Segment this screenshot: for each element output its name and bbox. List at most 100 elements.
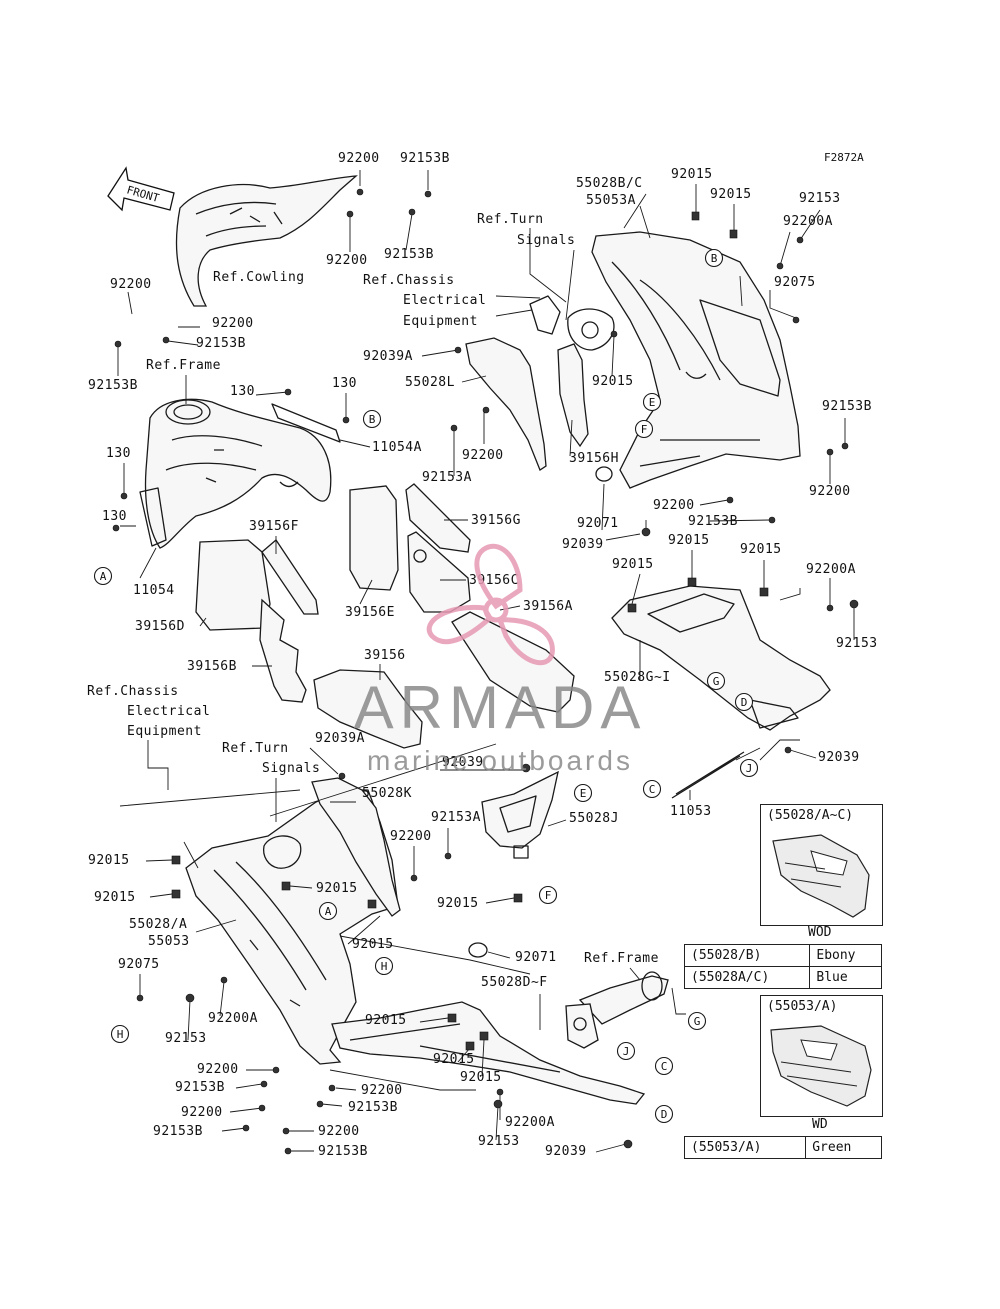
ref-circle-ring <box>739 758 759 778</box>
frame-upper-part <box>139 398 341 549</box>
color-code: (55053/A) <box>683 1136 807 1159</box>
part-label: 92200 <box>197 1062 239 1077</box>
part-label: 92015 <box>740 542 782 557</box>
inner-cover-55028K <box>311 777 401 917</box>
part-label: 92075 <box>118 957 160 972</box>
part-label: 92039A <box>363 349 413 364</box>
ref-circle-letter: H <box>381 960 388 973</box>
ref-circle-ring <box>734 692 754 712</box>
ref-circle-ring <box>642 392 662 412</box>
part-label: 92153B <box>175 1080 225 1095</box>
part-label: 130 <box>102 509 127 524</box>
part-label: 92153B <box>384 247 434 262</box>
part-label: Signals <box>517 233 575 248</box>
inner-panels-39156 <box>195 483 575 749</box>
reference-lines <box>183 743 531 975</box>
lower-fairing-55028GI <box>611 585 831 731</box>
part-label: 55028D~F <box>481 975 548 990</box>
panel-39156D <box>195 539 271 631</box>
frame-lower-part <box>565 971 669 1049</box>
rod-11053 <box>671 751 745 799</box>
part-label: 39156B <box>187 659 237 674</box>
part-label: 92200 <box>181 1105 223 1120</box>
part-label: 92200 <box>462 448 504 463</box>
part-label: 39156 <box>364 648 406 663</box>
ref-circle-letter: A <box>325 905 332 918</box>
part-label: Equipment <box>127 724 202 739</box>
part-label: 92200 <box>338 151 380 166</box>
color-name: Ebony <box>809 944 882 967</box>
ref-circle-d: D <box>654 1104 674 1124</box>
part-label: 92015 <box>316 881 358 896</box>
propeller-logo-icon <box>426 543 555 666</box>
panel-39156G <box>405 483 471 553</box>
ref-circle-letter: H <box>117 1028 124 1041</box>
ref-circle-ring <box>704 248 724 268</box>
inner-panel-55028J <box>481 770 559 859</box>
watermark-tagline: marine outboards <box>367 745 633 776</box>
ref-circle-ring <box>654 1056 674 1076</box>
ref-circle-j: J <box>616 1041 636 1061</box>
ref-circle-letter: F <box>545 889 552 902</box>
inner-cover-55028L <box>465 337 547 471</box>
part-label: 92200 <box>326 253 368 268</box>
part-label: 92153 <box>799 191 841 206</box>
part-label: 92153B <box>348 1100 398 1115</box>
part-label: 92015 <box>352 937 394 952</box>
part-label: 92039 <box>442 755 484 770</box>
part-label: Ref.Cowling <box>213 270 305 285</box>
panel-39156E <box>349 485 399 591</box>
part-label: 92071 <box>577 516 619 531</box>
part-label: 92200 <box>110 277 152 292</box>
part-number-labels: 92200 92153B 92200 92153B Ref.Cowling 92200 92… <box>87 151 877 1159</box>
inset-wd-panel-sketch <box>770 1025 872 1107</box>
part-label: 92039 <box>562 537 604 552</box>
ref-circle-f: F <box>538 885 558 905</box>
ref-circle-c: C <box>654 1056 674 1076</box>
ref-circle-ring <box>654 1104 674 1124</box>
front-arrow-icon: FRONT <box>107 166 175 212</box>
part-label: 92200 <box>653 498 695 513</box>
panel-39156 <box>313 669 423 749</box>
part-label: 130 <box>106 446 131 461</box>
ref-circle-ring <box>573 783 593 803</box>
part-label: 92039A <box>315 731 365 746</box>
inset-wod-variant: (55028/A~C) <box>760 804 883 926</box>
ref-circle-e: E <box>573 783 593 803</box>
ref-circle-h: H <box>374 956 394 976</box>
inset-wd-variant: (55053/A) <box>760 995 883 1117</box>
upper-cowling-part <box>175 175 358 307</box>
part-label: 130 <box>332 376 357 391</box>
part-label: 11054A <box>372 440 422 455</box>
ref-circle-ring <box>642 779 662 799</box>
ref-circle-e: E <box>642 392 662 412</box>
part-label: 55053 <box>148 934 190 949</box>
color-row-55028B: (55028/B) Ebony <box>683 944 882 967</box>
part-label: 92015 <box>592 374 634 389</box>
turn-signal-bracket-upper <box>529 295 615 351</box>
inset-wd-caption: WD <box>812 1117 828 1132</box>
ref-circle-letter: C <box>649 783 656 796</box>
ref-circle-h: H <box>110 1024 130 1044</box>
panel-39156H <box>557 343 589 448</box>
part-label: 92153A <box>422 470 472 485</box>
ref-circle-ring <box>318 901 338 921</box>
part-label: 92015 <box>460 1070 502 1085</box>
ref-circle-ring <box>93 566 113 586</box>
part-label: 39156H <box>569 451 619 466</box>
color-name: Blue <box>809 966 882 989</box>
part-label: 92015 <box>668 533 710 548</box>
part-label: 55053A <box>586 193 636 208</box>
ref-circle-g: G <box>706 671 726 691</box>
color-name: Green <box>805 1136 882 1159</box>
part-label: 39156E <box>345 605 395 620</box>
inset-wod-caption: WOD <box>808 925 832 940</box>
ref-circle-letter: J <box>746 762 753 775</box>
part-label: 92075 <box>774 275 816 290</box>
part-label: 39156D <box>135 619 185 634</box>
part-label: Ref.Chassis <box>87 684 179 699</box>
ref-circle-letter: D <box>661 1108 668 1121</box>
ref-circle-letter: E <box>580 787 587 800</box>
